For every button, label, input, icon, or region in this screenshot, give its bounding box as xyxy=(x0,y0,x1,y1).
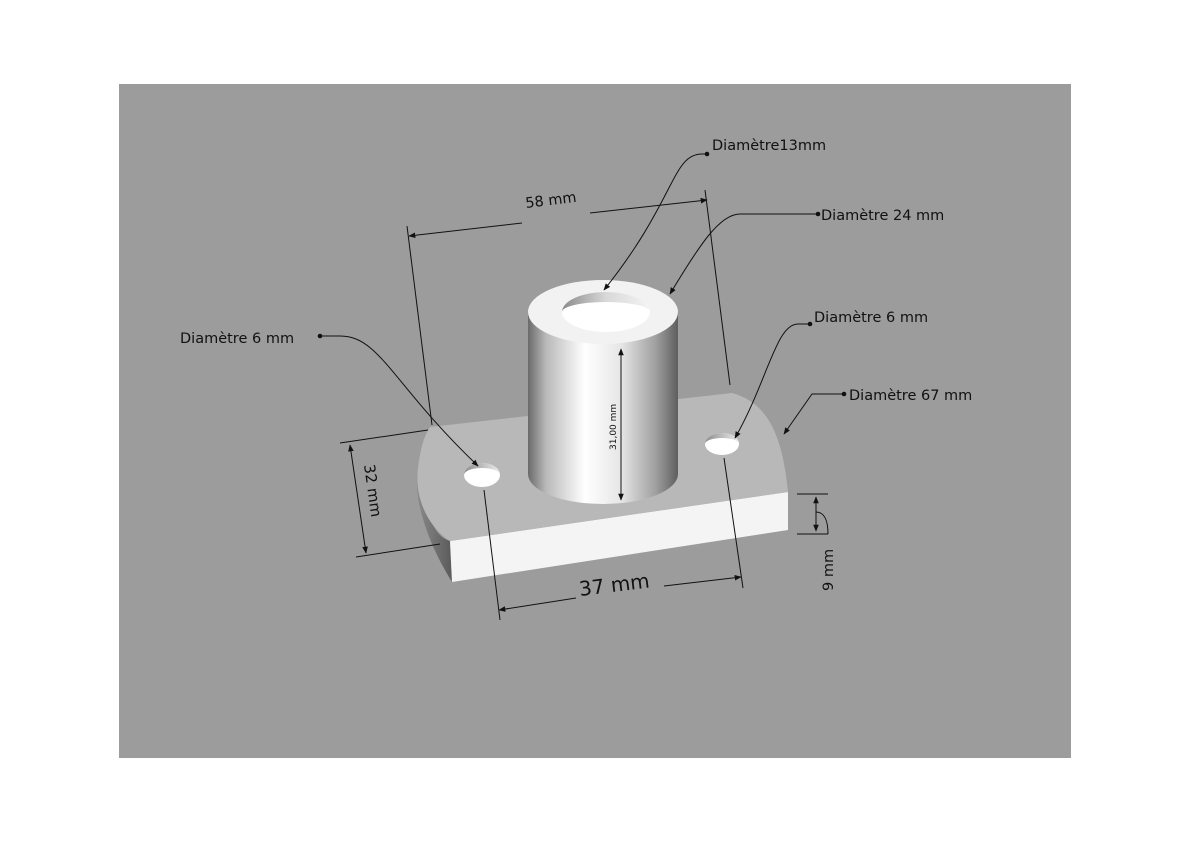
cylinder-bore-wall xyxy=(562,292,650,312)
bushing-part xyxy=(416,280,788,582)
dim-32-ext-bottom xyxy=(355,543,441,558)
leader-dot-base-end xyxy=(841,391,847,397)
dim-58-ext-right xyxy=(704,189,731,386)
leader-outer xyxy=(669,213,818,295)
leader-dot-hole-left xyxy=(317,333,323,339)
leader-dot-outer xyxy=(815,211,821,217)
dim-text-cylinder-height: 31,00 mm xyxy=(609,404,619,450)
leader-dot-hole-right xyxy=(807,321,813,327)
dim-58-ext-left xyxy=(406,225,433,426)
base-front-face xyxy=(450,492,788,582)
leader-base-end xyxy=(783,393,844,435)
cylinder-body xyxy=(528,312,678,504)
dim-58-line-b xyxy=(589,197,708,214)
leader-hole-right xyxy=(734,323,810,439)
label-bore-diameter: Diamètre13mm xyxy=(712,138,826,154)
leader-hole-left xyxy=(320,335,479,467)
label-hole-right-diameter: Diamètre 6 mm xyxy=(814,310,928,326)
label-base-end-diameter: Diamètre 67 mm xyxy=(849,388,972,404)
dim-37-line-b xyxy=(663,574,742,587)
dim-9-leader xyxy=(815,511,829,535)
dim-58-line-a xyxy=(408,222,523,239)
base-left-end-face xyxy=(416,468,452,582)
leader-bore xyxy=(603,153,707,291)
dim-32-ext-top xyxy=(339,429,429,444)
dim-32-line xyxy=(348,444,368,554)
dim-37-ext-left xyxy=(483,489,501,621)
annotations: Diamètre13mm Diamètre 24 mm Diamètre 6 m… xyxy=(180,138,972,601)
dim-37-line-a xyxy=(498,597,577,612)
mounting-hole-right-wall xyxy=(705,433,739,444)
dim-37-ext-right xyxy=(723,457,744,589)
leader-dots xyxy=(317,151,847,397)
mounting-hole-left xyxy=(464,463,500,487)
dimension-lines xyxy=(339,189,829,621)
label-hole-left-diameter: Diamètre 6 mm xyxy=(180,331,294,347)
dim-text-overall-length: 58 mm xyxy=(525,190,578,212)
leaders xyxy=(320,153,844,467)
label-outer-diameter: Diamètre 24 mm xyxy=(821,208,944,224)
dim-text-base-thickness: 9 mm xyxy=(821,549,837,591)
leader-dot-bore xyxy=(704,151,710,157)
